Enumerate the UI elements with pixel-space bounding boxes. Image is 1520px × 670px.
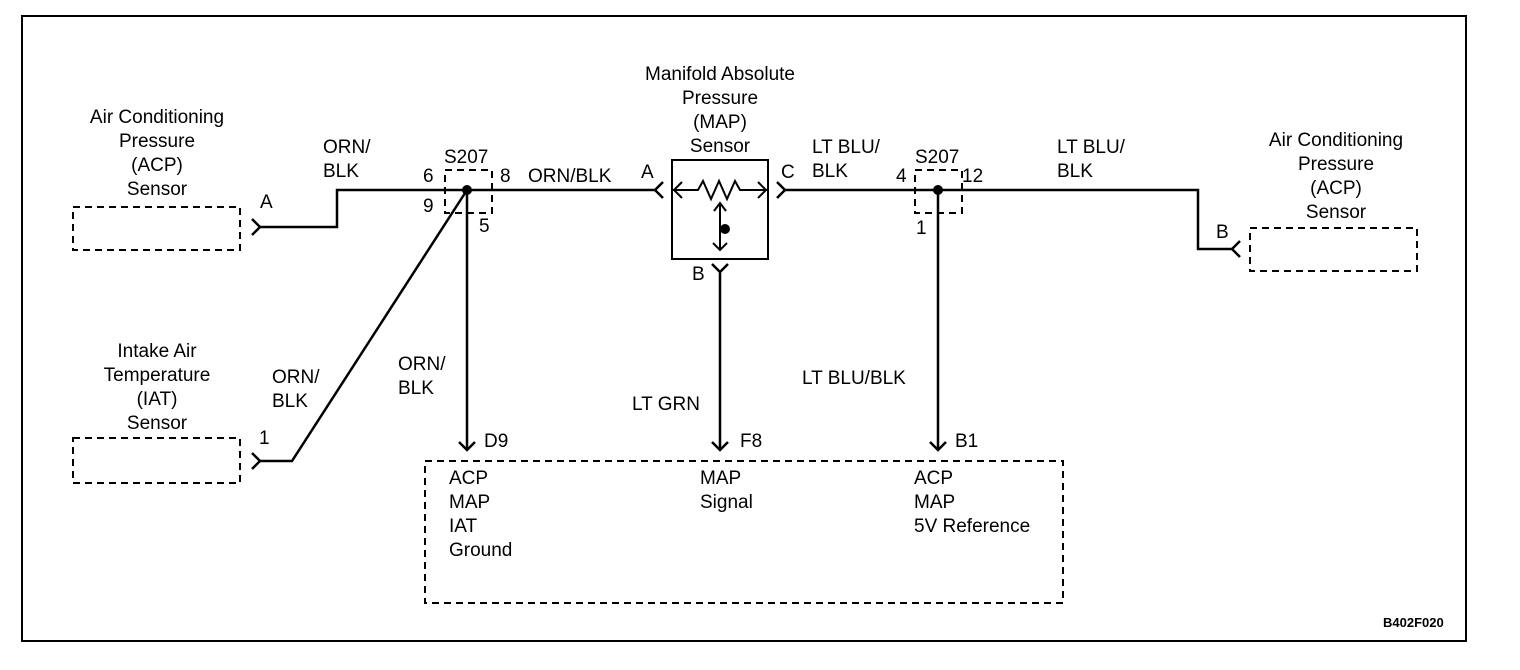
- f8-pin: F8: [740, 431, 762, 452]
- acp-right-label-2: Pressure: [1298, 154, 1374, 175]
- ground-wire-color-2: BLK: [398, 378, 434, 399]
- acp-left-pin: A: [260, 192, 273, 213]
- iat-sensor: Intake Air Temperature (IAT) Sensor 1: [72, 341, 270, 484]
- acp-left-label-4: Sensor: [127, 179, 188, 200]
- map-arrow-left: [672, 181, 683, 199]
- acp-left-label-3: (ACP): [131, 155, 183, 176]
- ecm-d9-line-1: ACP: [449, 468, 488, 489]
- ground-wire-color-1: ORN/: [398, 354, 446, 375]
- map-wiper-arrow-down: [712, 242, 728, 252]
- map-label-4: Sensor: [690, 136, 751, 157]
- iat-wire: [260, 189, 469, 463]
- splice-s207-left: S207 6 9 8 5: [423, 147, 511, 237]
- acp-left-connector: [251, 218, 262, 236]
- splice-left-pin-6: 6: [423, 166, 434, 187]
- d9-connector: [458, 441, 476, 452]
- iat-label-4: Sensor: [127, 413, 188, 434]
- acp-left-label-1: Air Conditioning: [90, 107, 224, 128]
- acp-left-wire-color-1: ORN/: [323, 137, 371, 158]
- b1-pin: B1: [955, 431, 978, 452]
- acp-right-box: [1249, 227, 1418, 272]
- iat-pin: 1: [259, 428, 270, 449]
- map-label-2: Pressure: [682, 88, 758, 109]
- acp-right-label-4: Sensor: [1306, 202, 1367, 223]
- acp-right-label-1: Air Conditioning: [1269, 130, 1403, 151]
- map-label-3: (MAP): [693, 112, 747, 133]
- map-box: [671, 159, 769, 260]
- iat-label-3: (IAT): [137, 389, 178, 410]
- figure-code: B402F020: [1383, 615, 1444, 630]
- acp-right-connector: [1230, 240, 1241, 258]
- map-a-connector: [653, 181, 664, 199]
- splice-s207-right: S207 4 12 1: [896, 147, 983, 239]
- acp-right-pin: B: [1216, 222, 1229, 243]
- acp-left-box: [72, 206, 241, 251]
- acp-left-wire-color-2: BLK: [323, 161, 359, 182]
- ecm-module: ACP MAP IAT Ground MAP Signal ACP MAP 5V…: [424, 460, 1064, 604]
- map-resistor: [672, 178, 768, 202]
- ecm-box: [424, 460, 1064, 604]
- iat-label-2: Temperature: [104, 365, 211, 386]
- iat-wire-color-2: BLK: [272, 391, 308, 412]
- map-to-splice-wire-color-2: BLK: [812, 161, 848, 182]
- d9-pin: D9: [484, 431, 508, 452]
- map-c-connector: [776, 181, 787, 199]
- map-label-1: Manifold Absolute: [645, 64, 795, 85]
- splice-left-box: [444, 169, 493, 214]
- map-wiper-dot: [720, 224, 730, 234]
- splice-left-pin-5: 5: [479, 216, 490, 237]
- f8-connector: [711, 441, 729, 452]
- reference-wire-color: LT BLU/BLK: [802, 368, 906, 389]
- acp-right-label-3: (ACP): [1310, 178, 1362, 199]
- acp-left-label-2: Pressure: [119, 131, 195, 152]
- map-sensor: Manifold Absolute Pressure (MAP) Sensor …: [641, 64, 795, 285]
- map-b-connector: [711, 263, 729, 274]
- ecm-d9-line-4: Ground: [449, 540, 512, 561]
- splice-right-pin-1: 1: [916, 218, 927, 239]
- acp-sensor-right: Air Conditioning Pressure (ACP) Sensor B: [1216, 130, 1418, 272]
- diagram-frame: [21, 15, 1467, 642]
- right-acp-wire: [938, 188, 1232, 251]
- ecm-b1-line-1: ACP: [914, 468, 953, 489]
- ecm-f8-line-1: MAP: [700, 468, 741, 489]
- map-signal-wire-color: LT GRN: [632, 394, 700, 415]
- splice-right-pin-4: 4: [896, 166, 907, 187]
- map-to-splice-wire-color-1: LT BLU/: [812, 137, 881, 158]
- iat-label-1: Intake Air: [117, 341, 197, 362]
- acp-left-wire: [260, 188, 467, 229]
- splice-left-pin-9: 9: [423, 196, 434, 217]
- acp-sensor-left: Air Conditioning Pressure (ACP) Sensor A: [72, 107, 273, 251]
- splice-right-pin-12: 12: [962, 166, 983, 187]
- ecm-b1-line-3: 5V Reference: [914, 516, 1030, 537]
- splice-left-name: S207: [444, 147, 488, 168]
- ecm-b1-line-2: MAP: [914, 492, 955, 513]
- map-pin-c: C: [781, 162, 795, 183]
- right-acp-wire-color-2: BLK: [1057, 161, 1093, 182]
- map-pin-a: A: [641, 162, 654, 183]
- splice-to-map-wire-color: ORN/BLK: [528, 166, 612, 187]
- b1-connector: [929, 441, 947, 452]
- splice-right-name: S207: [915, 147, 959, 168]
- map-arrow-right: [757, 181, 768, 199]
- ecm-d9-line-2: MAP: [449, 492, 490, 513]
- map-wiper-arrow: [713, 201, 727, 212]
- ecm-d9-line-3: IAT: [449, 516, 478, 537]
- ecm-f8-line-2: Signal: [700, 492, 753, 513]
- right-acp-wire-color-1: LT BLU/: [1057, 137, 1126, 158]
- iat-wire-color-1: ORN/: [272, 367, 320, 388]
- iat-connector: [251, 452, 262, 470]
- splice-left-pin-8: 8: [500, 166, 511, 187]
- iat-box: [72, 437, 241, 484]
- map-pin-b: B: [692, 264, 705, 285]
